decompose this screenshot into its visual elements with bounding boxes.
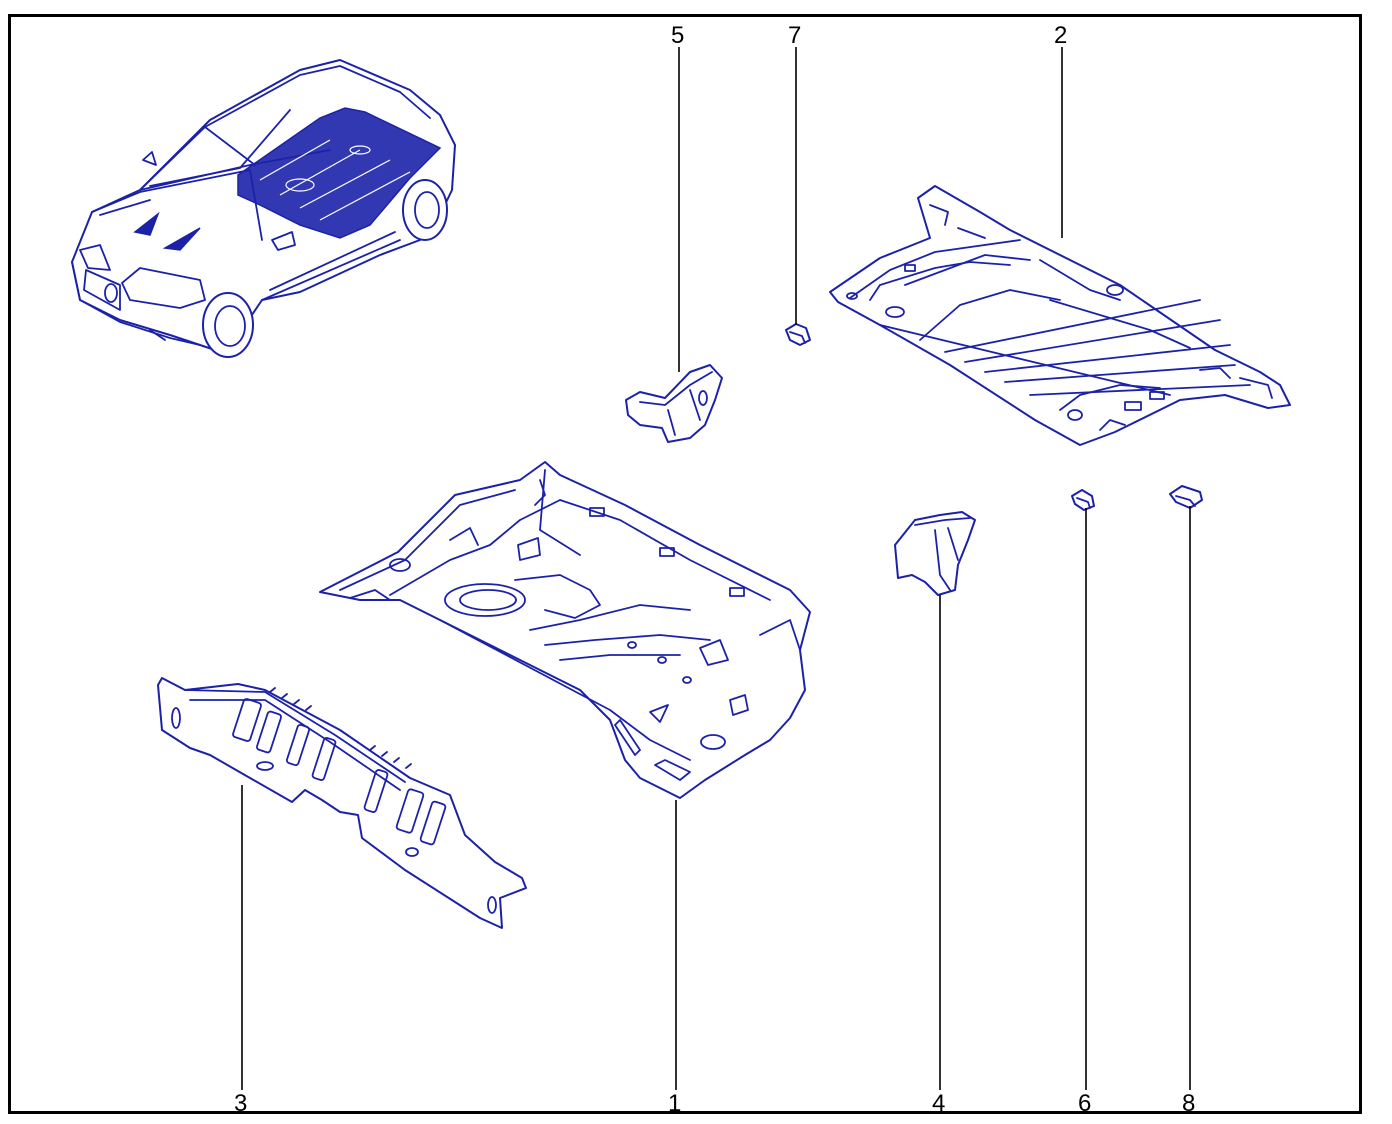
- diagram-frame: [8, 14, 1362, 1114]
- callout-5: 5: [671, 22, 685, 49]
- callout-7: 7: [788, 22, 802, 49]
- part-2-rear-floor-panel: [829, 185, 1291, 446]
- callout-3: 3: [234, 1090, 248, 1117]
- callout-1: 1: [668, 1090, 682, 1117]
- part-7-clip: [785, 323, 811, 346]
- part-8-clip: [1169, 485, 1203, 509]
- callout-8: 8: [1182, 1090, 1196, 1117]
- part-5-bracket: [625, 364, 723, 443]
- part-3-rear-cross-member: [157, 677, 527, 929]
- part-6-clip: [1071, 489, 1095, 511]
- car-overview: [71, 59, 456, 358]
- part-1-main-floor-pan: [319, 461, 811, 799]
- callout-4: 4: [932, 1090, 946, 1117]
- callout-2: 2: [1054, 22, 1068, 49]
- part-4-bracket: [894, 511, 976, 596]
- callout-6: 6: [1078, 1090, 1092, 1117]
